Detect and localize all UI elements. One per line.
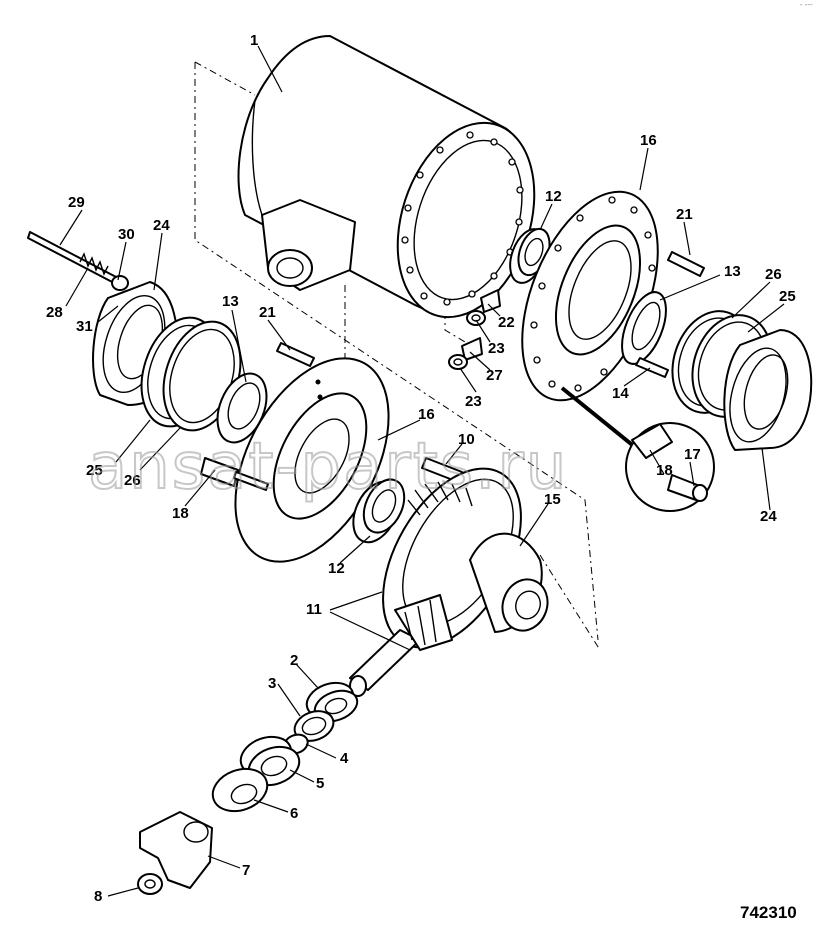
- plug-22: [480, 289, 501, 313]
- callout-26-left: 26: [124, 472, 141, 489]
- callout-26-right: 26: [765, 266, 782, 283]
- callout-16-left: 16: [418, 406, 435, 423]
- callout-10: 10: [458, 431, 475, 448]
- callout-31: 31: [76, 318, 93, 335]
- callout-17: 17: [684, 446, 701, 463]
- callout-11: 11: [306, 601, 322, 618]
- end-cover-24-right: [723, 329, 813, 451]
- callout-27: 27: [486, 367, 503, 384]
- axle-housing: [237, 35, 536, 319]
- nut-8: [137, 873, 163, 895]
- callout-7: 7: [242, 862, 250, 879]
- callout-30: 30: [118, 226, 135, 243]
- detail-inset-17-18: [560, 386, 715, 512]
- washer-23-lower: [448, 354, 468, 370]
- callout-labels: 1 16 12 21 13 26 25 29 30 24 28 31 13 21…: [46, 32, 796, 905]
- callout-14: 14: [612, 385, 629, 402]
- callout-18-left: 18: [172, 505, 189, 522]
- bearing-12-lower: [352, 478, 406, 544]
- corner-mark: ″ ″″″: [800, 3, 813, 11]
- callout-6: 6: [290, 805, 298, 822]
- callout-24-right: 24: [760, 508, 777, 525]
- dowel-pin-21-left: [276, 342, 315, 367]
- carrier-flange-16-left: [234, 357, 390, 563]
- callout-12-upper: 12: [545, 188, 562, 205]
- callout-3: 3: [268, 675, 276, 692]
- callout-25-left: 25: [86, 462, 103, 479]
- callout-21-left: 21: [259, 304, 276, 321]
- yoke-7: [139, 811, 213, 889]
- callout-2: 2: [290, 652, 298, 669]
- seal-6: [211, 767, 269, 813]
- shim-3: [293, 710, 335, 742]
- callout-4: 4: [340, 750, 349, 767]
- callout-1: 1: [250, 32, 258, 49]
- housing-bolt-holes: [401, 131, 524, 306]
- callout-16-right: 16: [640, 132, 657, 149]
- callout-23-lower: 23: [465, 393, 482, 410]
- callout-23-upper: 23: [488, 340, 505, 357]
- dowel-pin-21-right: [667, 251, 705, 277]
- callout-8: 8: [94, 888, 102, 905]
- spring-28: [79, 252, 109, 276]
- adjuster-nut-13-right: [621, 291, 667, 365]
- stud-29: [27, 231, 119, 285]
- bearing-2: [305, 681, 359, 723]
- callout-24-left: 24: [153, 217, 170, 234]
- callout-13-left: 13: [222, 293, 239, 310]
- callout-13-right: 13: [724, 263, 741, 280]
- callout-15: 15: [544, 491, 561, 508]
- adjuster-nut-13-left: [216, 372, 268, 444]
- figure-number: 742310: [740, 903, 797, 922]
- callout-12-lower: 12: [328, 560, 345, 577]
- callout-25-right: 25: [779, 288, 796, 305]
- pinion-shaft-11: [349, 594, 453, 697]
- callout-21-right: 21: [676, 206, 693, 223]
- plug-27: [461, 337, 483, 361]
- watermark: ansat-parts.ru: [88, 430, 568, 504]
- callout-22: 22: [498, 314, 515, 331]
- callout-18-right: 18: [656, 462, 673, 479]
- callout-28: 28: [46, 304, 63, 321]
- washer-23-upper: [466, 310, 486, 326]
- callout-29: 29: [68, 194, 85, 211]
- pin-14: [635, 357, 669, 378]
- callout-5: 5: [316, 775, 324, 792]
- leader-lines: [59, 45, 785, 897]
- bolt-18-left: [200, 457, 269, 491]
- nut-30: [111, 275, 129, 291]
